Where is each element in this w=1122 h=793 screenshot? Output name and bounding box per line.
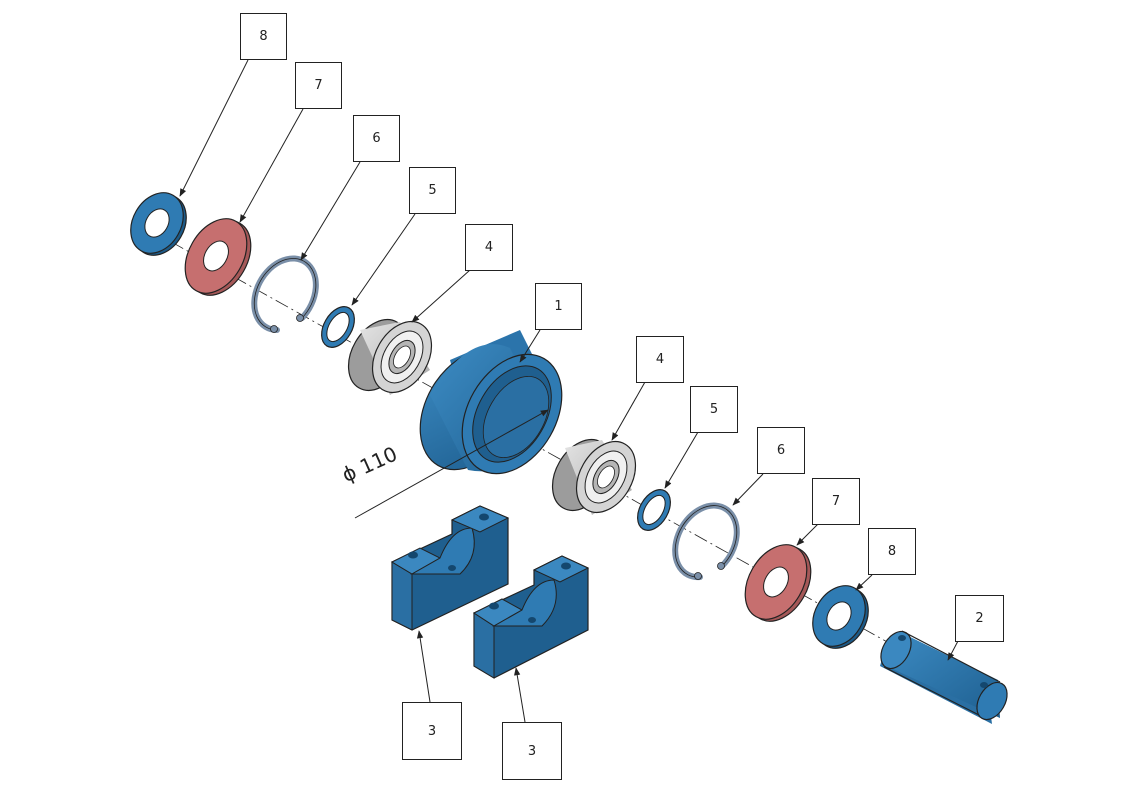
dimension-leader: [354, 409, 549, 519]
balloon-5-left: 5: [409, 167, 456, 214]
part-3-block-left: [390, 505, 510, 631]
balloon-7-right: 7: [812, 478, 860, 525]
balloon-2: 2: [955, 595, 1004, 642]
part-7-fiber-washer-right: [744, 544, 812, 622]
part-7-fiber-washer-left: [184, 218, 252, 296]
part-4-bearing-right: [551, 439, 637, 515]
part-3-block-right: [472, 555, 590, 679]
part-6-circlip-left: [251, 255, 319, 333]
part-5-ring-left: [321, 306, 355, 348]
balloon-6-right: 6: [757, 427, 805, 474]
balloon-8-right: 8: [868, 528, 916, 575]
balloon-4-right: 4: [636, 336, 684, 383]
part-5-ring-right: [637, 489, 671, 531]
balloon-4-left: 4: [465, 224, 513, 271]
balloon-5-right: 5: [690, 386, 738, 433]
balloon-3-right: 3: [502, 722, 562, 780]
part-6-circlip-right: [672, 502, 740, 581]
balloon-7-left: 7: [295, 62, 342, 109]
balloon-3-left: 3: [402, 702, 462, 760]
part-8-washer-right: [812, 585, 869, 649]
balloon-8-left: 8: [240, 13, 287, 60]
balloon-6-left: 6: [353, 115, 400, 162]
leader-lines: [179, 59, 959, 723]
part-4-bearing-left: [347, 319, 433, 395]
part-2-pin: [880, 630, 1008, 724]
balloon-1: 1: [535, 283, 582, 330]
part-8-washer-left: [130, 192, 187, 256]
